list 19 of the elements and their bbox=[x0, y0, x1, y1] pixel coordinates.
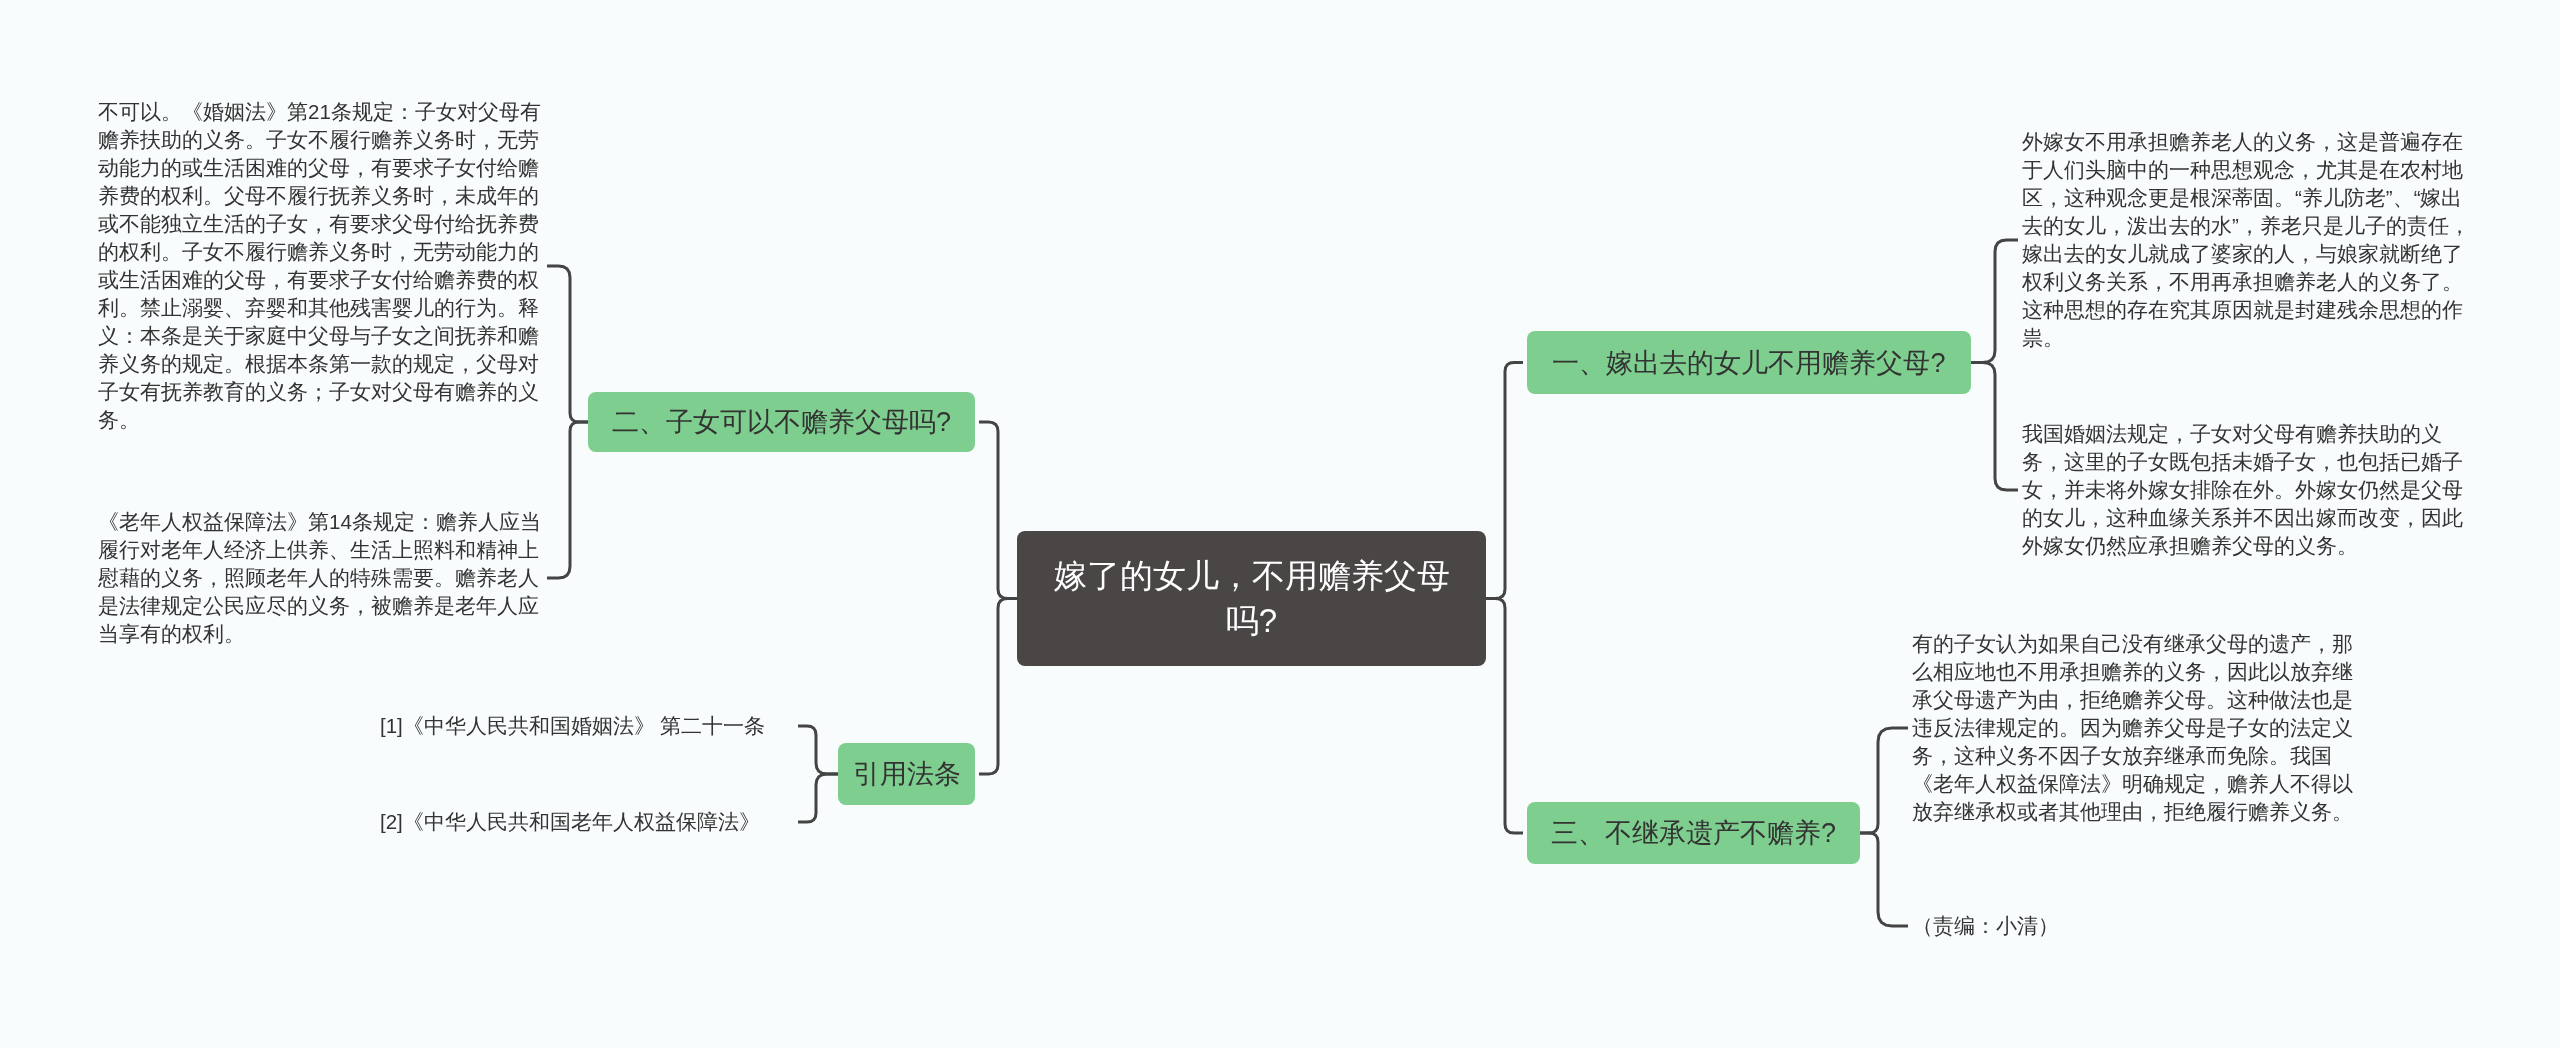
connector-line bbox=[1971, 361, 2018, 492]
topic-box: 一、嫁出去的女儿不用赡养父母? bbox=[1527, 331, 1971, 394]
connector-line bbox=[1860, 831, 1908, 928]
note-text: 不可以。《婚姻法》第21条规定：子女对父母有赡养扶助的义务。子女不履行赡养义务时，无劳动能力的或生活困难的父母，有要求子女付给赡养费的权利。父母不履行抚养义务时，未成年的或不能独立生活的子女，有要求父母付给抚养费的权利。子女不履行赡养义务时，无劳动能力的或生活困难的父母，有要求子女付给赡养费的权利。禁止溺婴、弃婴和其他残害婴儿的行为。释义：本条是关于家庭中父母与子女之间抚养和赡养义务的规定。根据本条第一款的规定，父母对子女有抚养教育的义务；子女对父母有赡养的义务。 bbox=[98, 99, 542, 433]
topic-box: 三、不继承遗产不赡养? bbox=[1527, 802, 1860, 864]
topic-box: 二、子女可以不赡养父母吗? bbox=[588, 392, 975, 452]
reference-text: [2]《中华人民共和国老年人权益保障法》 bbox=[380, 809, 761, 835]
reference-text: [1]《中华人民共和国婚姻法》 第二十一条 bbox=[380, 713, 767, 739]
root-topic-box: 嫁了的女儿，不用赡养父母吗? bbox=[1017, 531, 1486, 666]
topic-box: 引用法条 bbox=[838, 743, 975, 805]
connector-line bbox=[547, 420, 588, 580]
note-text: 外嫁女不用承担赡养老人的义务，这是普遍存在于人们头脑中的一种思想观念，尤其是在农村地区，这种观念更是根深蒂固。“养儿防老”、“嫁出去的女儿，泼出去的水”，养老只是儿子的责任，嫁出去的女儿就成了婆家的人，与娘家就断绝了权利义务关系，不用再承担赡养老人的义务了。这种思想的存在究其原因就是封建残余思想的作祟。 bbox=[2022, 129, 2471, 351]
note-text: （责编：小清） bbox=[1912, 913, 2060, 939]
note-text: 有的子女认为如果自己没有继承父母的遗产，那么相应地也不用承担赡养的义务，因此以放弃继承父母遗产为由，拒绝赡养父母。这种做法也是违反法律规定的。因为赡养父母是子女的法定义务，这种义务不因子女放弃继承而免除。我国《老年人权益保障法》明确规定，赡养人不得以放弃继承权或者其他理由，拒绝履行赡养义务。 bbox=[1912, 631, 2354, 825]
connector-line bbox=[1486, 597, 1523, 835]
connector-line bbox=[798, 772, 838, 824]
connector-line bbox=[979, 597, 1017, 776]
note-text: 《老年人权益保障法》第14条规定：赡养人应当履行对老年人经济上供养、生活上照料和精神上慰藉的义务，照顾老年人的特殊需要。赡养老人是法律规定公民应尽的义务，被赡养是老年人应当享有的权利。 bbox=[98, 509, 542, 647]
note-text: 我国婚姻法规定，子女对父母有赡养扶助的义务，这里的子女既包括未婚子女，也包括已婚子女，并未将外嫁女排除在外。外嫁女仍然是父母的女儿，这种血缘关系并不因出嫁而改变，因此外嫁女仍然应承担赡养父母的义务。 bbox=[2022, 421, 2464, 559]
